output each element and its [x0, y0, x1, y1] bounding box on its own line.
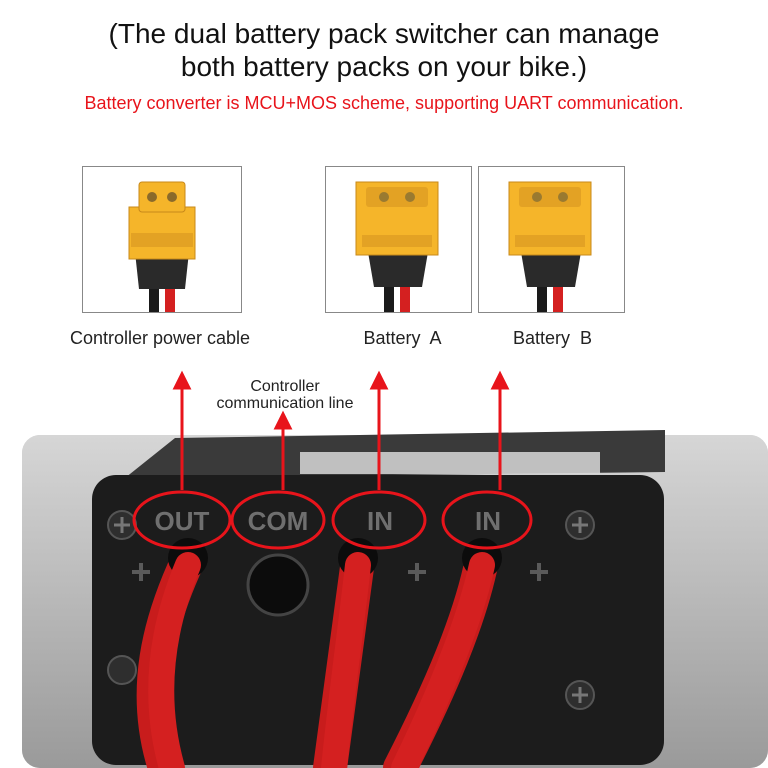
headline-line-2: both battery packs on your bike.) [180, 51, 588, 82]
battery-a-photo [325, 166, 472, 313]
port-com-label: COM [247, 506, 309, 536]
battery-a-label: Battery A [363, 328, 442, 348]
battery-b-photo [478, 166, 625, 313]
subtitle: Battery converter is MCU+MOS scheme, sup… [84, 93, 684, 113]
headline-line-1: (The dual battery pack switcher can mana… [108, 18, 660, 49]
battery-b-label: Battery B [512, 328, 593, 348]
controller-cable-label: Controller power cable [69, 328, 251, 348]
switcher-device-photo [22, 370, 768, 768]
com-label-line-1: Controller [250, 378, 320, 395]
controller-cable-photo [82, 166, 242, 313]
port-in-a-label: IN [367, 506, 393, 536]
com-label-line-2: communication line [216, 395, 354, 412]
port-in-b-label: IN [475, 506, 501, 536]
port-out-label: OUT [154, 506, 210, 536]
